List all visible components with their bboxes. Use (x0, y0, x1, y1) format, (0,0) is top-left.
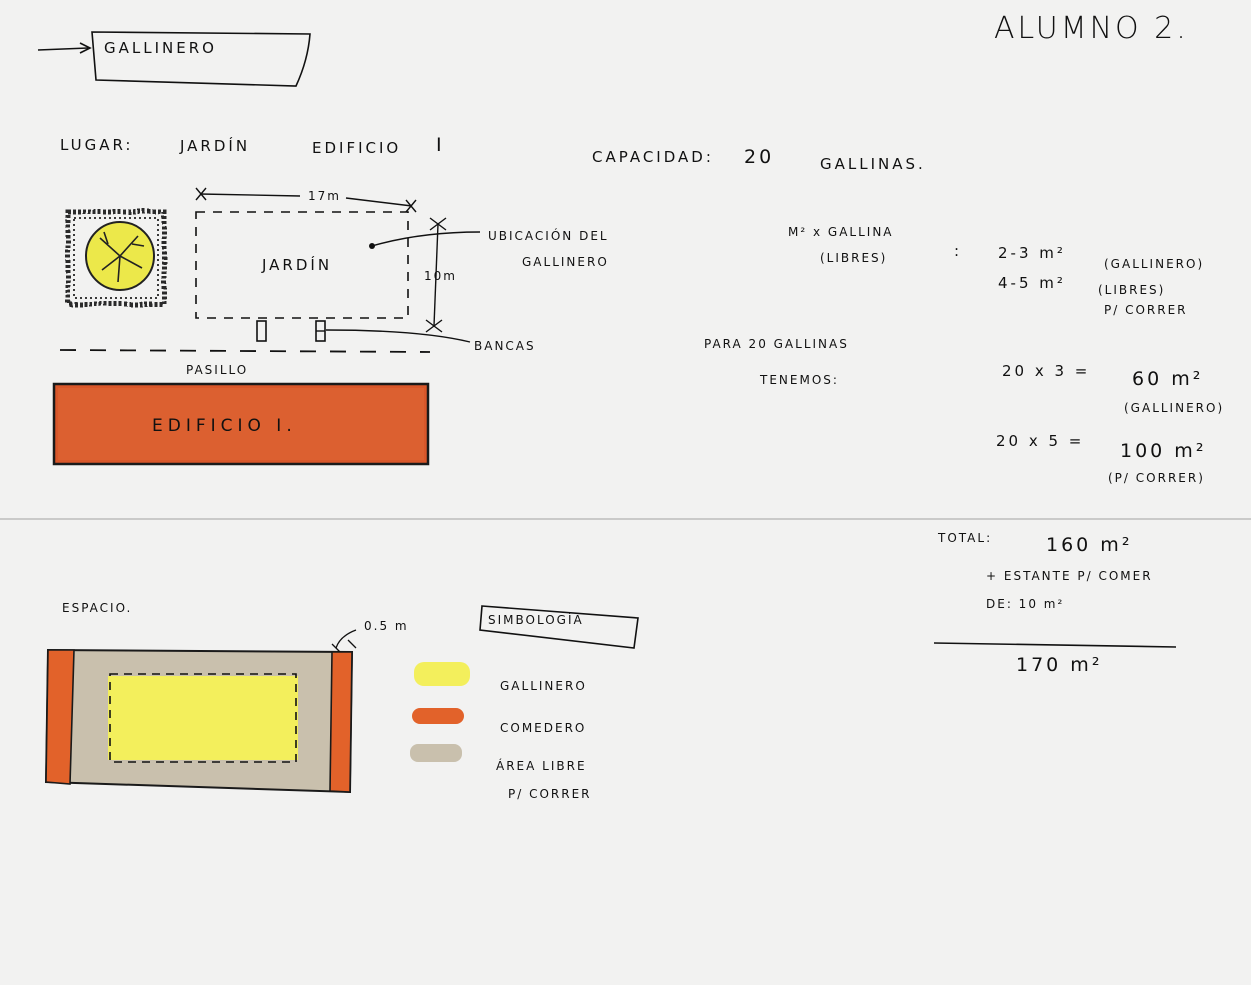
legend-label-coop: GALLINERO (500, 679, 587, 693)
height-dimension (425, 217, 447, 333)
free-formula: 20 x 5 = (996, 432, 1085, 450)
coop-area-value: 2-3 m² (998, 244, 1066, 262)
place-building: EDIFICIO (312, 139, 402, 157)
student-label: ALUMNO 2. (994, 11, 1189, 46)
title-frame (91, 31, 311, 87)
garden-label: JARDÍN (262, 256, 333, 274)
margin-dimension-label: 0.5 m (364, 619, 409, 633)
legend-label-free-area: ÁREA LIBRE (496, 759, 587, 773)
space-plan (44, 648, 354, 794)
location-note-line2: GALLINERO (522, 255, 609, 269)
free-area-value: 4-5 m² (998, 274, 1066, 292)
place-label: LUGAR: (60, 136, 134, 154)
for-hens-label: PARA 20 GALLINAS (704, 337, 849, 351)
space-label: ESPACIO. (62, 601, 133, 615)
total-label: TOTAL: (938, 531, 993, 545)
free-area-note: (LIBRES) (1098, 283, 1166, 297)
building-label: EDIFICIO I. (152, 416, 297, 436)
page-title: GALLINERO (104, 39, 217, 57)
free-result: 100 m² (1120, 440, 1207, 462)
margin-leader (335, 629, 357, 649)
title-arrow-icon (37, 42, 92, 54)
legend-label-feeder: COMEDERO (500, 721, 587, 735)
coop-result: 60 m² (1132, 368, 1204, 390)
corridor-label: PASILLO (186, 363, 249, 377)
coop-result-note: (GALLINERO) (1124, 401, 1225, 415)
total-value: 160 m² (1046, 534, 1133, 556)
extra-line1: + ESTANTE P/ COMER (986, 569, 1153, 583)
legend-title: SIMBOLOGÍA (488, 613, 584, 627)
coop-area-note: (GALLINERO) (1104, 257, 1205, 271)
per-hen-sublabel: (LIBRES) (820, 251, 888, 265)
place-building-number: I (436, 134, 445, 156)
legend-frame (479, 605, 639, 649)
location-note-line1: UBICACIÓN DEL (488, 229, 609, 243)
height-dimension-label: 10m (424, 269, 457, 283)
corridor-line (59, 349, 431, 353)
tree-icon (65, 209, 167, 307)
width-dimension (195, 187, 417, 213)
capacity-value: 20 (744, 146, 775, 168)
capacity-label: CAPACIDAD: (592, 148, 714, 166)
location-leader (371, 231, 481, 247)
free-area-subnote: P/ CORRER (1104, 303, 1188, 317)
per-hen-colon: : (954, 242, 963, 260)
place-value: JARDÍN (180, 137, 251, 155)
benches-label: BANCAS (474, 339, 536, 353)
legend-swatch-coop (414, 662, 470, 686)
we-have-label: TENEMOS: (760, 373, 839, 387)
bench-icon (256, 320, 326, 342)
total-rule (933, 642, 1177, 648)
width-dimension-label: 17m (308, 189, 341, 203)
free-result-note: (P/ CORRER) (1108, 471, 1205, 485)
garden-outline (195, 211, 409, 319)
legend-label-free-area-sub: P/ CORRER (508, 787, 592, 801)
bench-leader (325, 329, 471, 343)
grand-total: 170 m² (1016, 654, 1103, 676)
coop-formula: 20 x 3 = (1002, 362, 1091, 380)
legend-swatch-feeder (412, 708, 464, 724)
capacity-unit: GALLINAS. (820, 155, 926, 173)
legend-swatch-free-area (410, 744, 462, 762)
extra-line2: DE: 10 m² (986, 597, 1065, 611)
per-hen-label: M² x GALLINA (788, 225, 894, 239)
